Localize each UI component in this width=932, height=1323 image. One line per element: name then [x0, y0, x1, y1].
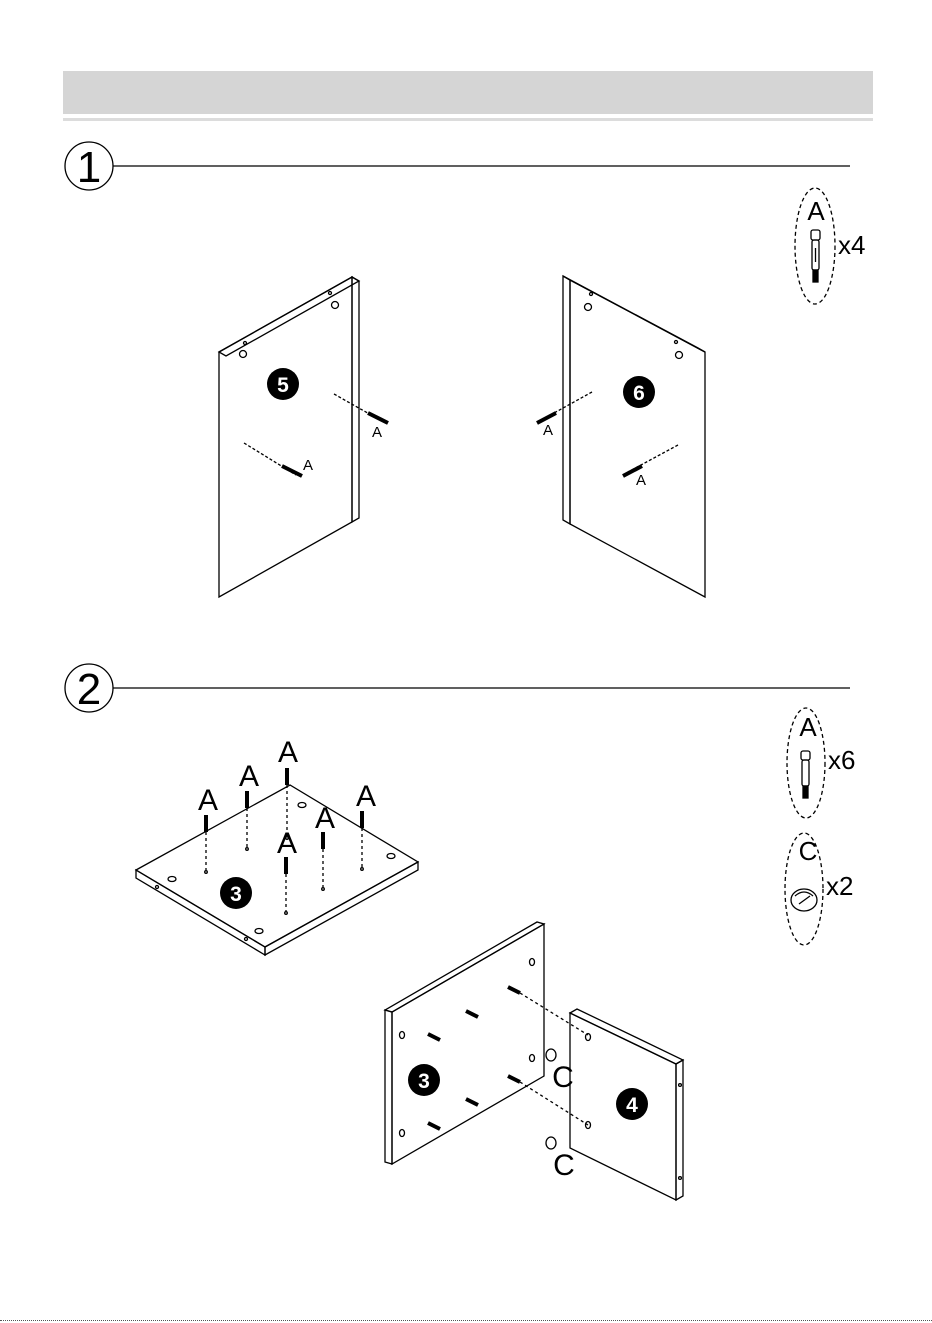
- panel-3-upright: [385, 922, 588, 1164]
- step-2-number: 2: [77, 665, 101, 714]
- part-letter: C: [799, 836, 818, 866]
- part-quantity: x6: [828, 745, 855, 775]
- panel-5-face: [219, 277, 352, 597]
- cam-bolt-icon: [428, 987, 520, 1129]
- part-letter: A: [807, 196, 825, 226]
- cam-bolt-icon: [801, 751, 810, 798]
- panel-5: [219, 277, 388, 597]
- svg-text:3: 3: [418, 1070, 430, 1093]
- callout-label: A: [636, 472, 646, 489]
- callout-label: A: [198, 784, 218, 817]
- panel-3-upright-top-edge: [385, 922, 544, 1012]
- callout-label: A: [356, 780, 376, 813]
- callout-label: A: [543, 422, 553, 439]
- panel-5-top-edge: [219, 277, 359, 356]
- panel-badge-3-upright: 3: [408, 1064, 440, 1096]
- callout-label: A: [315, 802, 335, 835]
- panel-3-side-edge: [265, 862, 418, 955]
- panel-badge-4: 4: [616, 1088, 648, 1120]
- cam-lock-icon: [791, 889, 817, 911]
- callout-label: A: [278, 736, 298, 769]
- svg-text:4: 4: [626, 1094, 638, 1117]
- part-letter: A: [799, 712, 817, 742]
- panel-3-upright-face: [392, 924, 544, 1164]
- panel-6-face: [570, 280, 705, 597]
- callout-label: A: [239, 760, 259, 793]
- panel-6-top-edge: [563, 276, 705, 352]
- part-quantity: x2: [826, 871, 853, 901]
- svg-text:6: 6: [633, 382, 645, 405]
- callout-label: A: [277, 827, 297, 860]
- cam-bolt-icon: [282, 413, 388, 476]
- panel-6-edge: [563, 276, 570, 524]
- callout-label: A: [303, 457, 313, 474]
- callout-label: C: [552, 1061, 574, 1094]
- step-1-header: [65, 142, 850, 190]
- part-quantity: x4: [838, 230, 865, 260]
- svg-text:3: 3: [230, 883, 242, 906]
- panel-4-top-edge: [570, 1009, 683, 1064]
- step-2-header: [65, 664, 850, 712]
- svg-text:5: 5: [277, 374, 289, 397]
- page-bottom-border: [0, 1320, 932, 1321]
- panel-5-edge: [352, 277, 359, 522]
- panel-3-upright-edge: [385, 1010, 392, 1164]
- panel-badge-3-top: 3: [220, 877, 252, 909]
- panel-badge-6: 6: [623, 376, 655, 408]
- panel-6: [537, 276, 705, 597]
- panel-badge-5: 5: [267, 368, 299, 400]
- step-1-number: 1: [77, 143, 101, 192]
- callout-label: C: [553, 1149, 575, 1182]
- cam-bolt-icon: [811, 230, 820, 282]
- callout-label: A: [372, 424, 382, 441]
